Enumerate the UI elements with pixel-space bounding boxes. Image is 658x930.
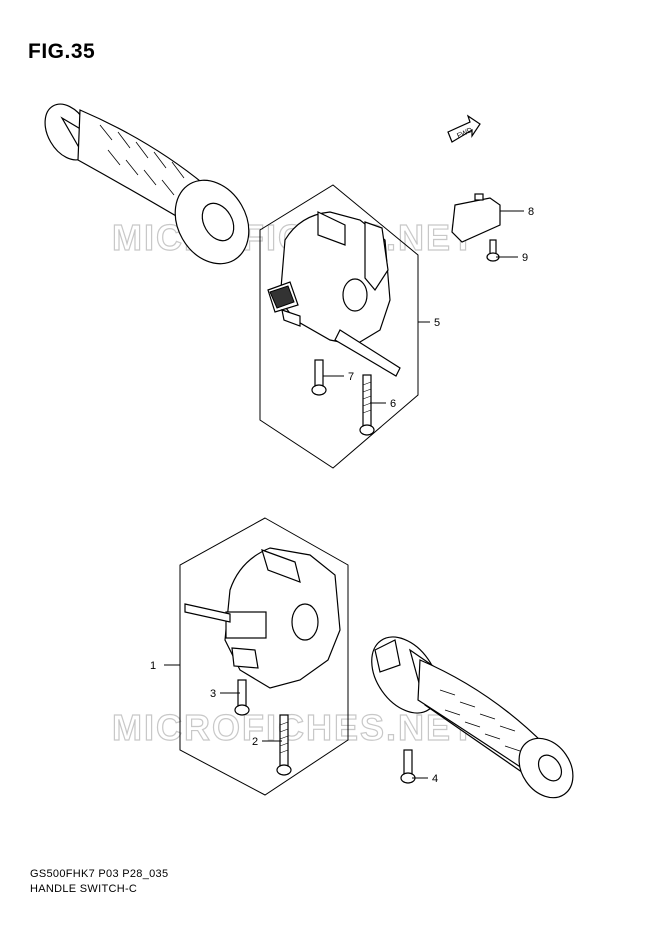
callout-8: 8 [528, 206, 534, 218]
footer-model-code: GS500FHK7 P03 P28_035 [30, 868, 169, 880]
screw-6[interactable] [359, 374, 375, 436]
callout-4: 4 [432, 773, 438, 785]
right-grip[interactable] [358, 625, 584, 808]
assembly-outline-5 [259, 184, 419, 469]
figure-title: FIG.35 [28, 40, 96, 63]
callout-9: 9 [522, 252, 528, 264]
fwd-arrow-icon: FWD [447, 114, 481, 143]
callout-6: 6 [390, 398, 396, 410]
callout-5: 5 [434, 317, 440, 329]
right-switch-housing[interactable] [267, 211, 401, 377]
left-grip[interactable] [36, 96, 264, 277]
screw-7[interactable] [311, 359, 327, 396]
left-switch-housing[interactable] [184, 547, 341, 689]
screw-4[interactable] [400, 749, 416, 784]
footer-part-name: HANDLE SWITCH-C [30, 883, 138, 895]
assembly-outline-1 [179, 517, 349, 796]
screw-2[interactable] [276, 714, 292, 776]
callout-7: 7 [348, 371, 354, 383]
switch-bracket-8[interactable] [451, 193, 501, 243]
callout-3: 3 [210, 688, 216, 700]
screw-3[interactable] [234, 679, 250, 716]
callout-2: 2 [252, 736, 258, 748]
callout-1: 1 [150, 660, 156, 672]
screw-9[interactable] [486, 239, 500, 262]
